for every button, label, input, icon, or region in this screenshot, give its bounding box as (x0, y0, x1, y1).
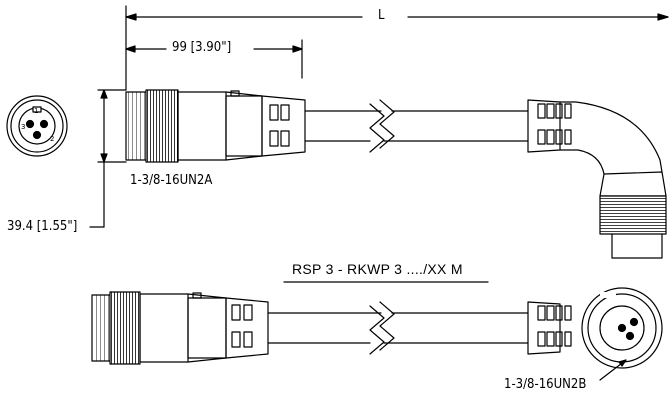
pin-label: 3 (21, 123, 25, 131)
bottom-thread-leader (599, 359, 627, 381)
top-thread-label: 1-3/8-16UN2A (130, 173, 213, 188)
diameter-label: 39.4 [1.55"] (7, 219, 78, 234)
connector-length-label: 99 [3.90"] (172, 40, 232, 55)
bottom-straight-connector (91, 291, 269, 365)
bottom-cable (267, 301, 529, 355)
pin-label: 2 (50, 135, 54, 143)
overall-length-dimension (125, 5, 669, 91)
overall-length-label: L (378, 8, 385, 23)
pin-label: 1 (34, 107, 38, 115)
connector-length-dimension (125, 39, 303, 79)
diameter-dimension (89, 89, 127, 228)
top-straight-connector (125, 89, 306, 163)
top-cable (304, 99, 529, 153)
top-right-angle-connector (527, 99, 667, 259)
bottom-thread-label: 1-3/8-16UN2B (504, 377, 587, 392)
bottom-right-angle-connector (527, 287, 663, 369)
part-title: RSP 3 - RKWP 3 ..../XX M (292, 261, 463, 277)
connector-face-view (6, 95, 68, 157)
